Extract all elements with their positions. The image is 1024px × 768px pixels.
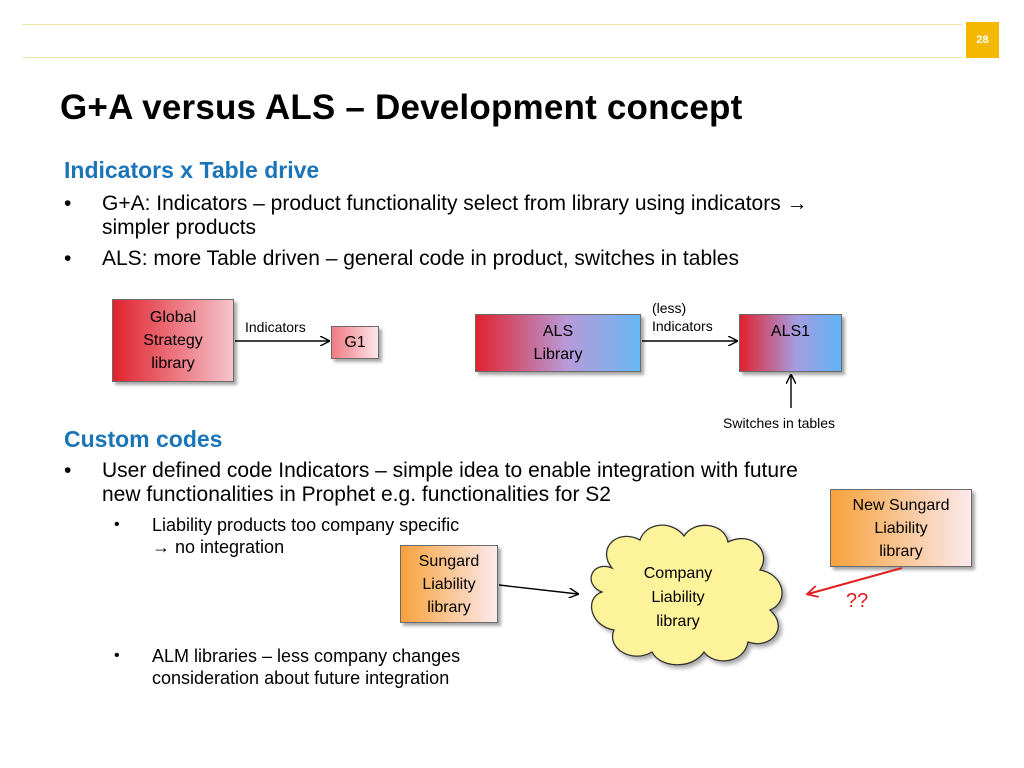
arrow-sungard-to-company <box>498 584 578 594</box>
g1-label: G1 <box>344 334 366 351</box>
switches-in-tables-label: Switches in tables <box>723 415 836 431</box>
bullet-dot: • <box>64 247 72 270</box>
global-library-line2: Strategy <box>143 332 203 349</box>
g1-box: G1 <box>331 326 379 359</box>
bullet-ga-line2: simpler products <box>102 216 257 239</box>
page-number-badge: 28 <box>966 22 999 58</box>
less-indicators-label: (less) Indicators <box>652 299 713 335</box>
als-library-line2: Library <box>533 346 583 363</box>
bullet-ga-line1: G+A: Indicators – product functionality … <box>102 192 808 215</box>
bullet-user-defined-line2: new functionalities in Prophet e.g. func… <box>102 483 611 506</box>
company-line2: Liability <box>651 589 705 606</box>
arrow-new-sungard-to-company <box>808 567 903 594</box>
bullet-dot: • <box>114 516 120 533</box>
top-rule <box>22 24 962 25</box>
new-sungard-line1: New Sungard <box>852 496 950 514</box>
als1-box: ALS1 <box>739 314 842 372</box>
sungard-line3: library <box>427 598 471 616</box>
sub-bullet-1-line2: → no integration <box>152 537 285 557</box>
bullet-dot: • <box>64 192 72 215</box>
slide-title: G+A versus ALS – Development concept <box>60 88 743 127</box>
sungard-liability-library-box: Sungard Liability library <box>400 545 498 623</box>
less-indicators-line2: Indicators <box>652 318 713 334</box>
bullet-dot: • <box>114 647 120 664</box>
als-library-box: ALS Library <box>475 314 641 372</box>
company-liability-library-label: Company Liability library <box>628 562 728 634</box>
global-library-line1: Global <box>149 309 197 326</box>
als1-label: ALS1 <box>770 323 811 340</box>
bullet-user-defined-line1: User defined code Indicators – simple id… <box>102 459 798 482</box>
new-sungard-liability-library-box: New Sungard Liability library <box>830 489 972 567</box>
company-line3: library <box>656 613 700 630</box>
sub-bullet-1-line1: Liability products too company specific <box>152 515 460 535</box>
new-sungard-line3: library <box>879 542 923 560</box>
new-sungard-line2: Liability <box>874 519 928 537</box>
bullet-dot: • <box>64 459 72 482</box>
indicators-label: Indicators <box>245 319 306 335</box>
company-liability-cloud <box>590 524 783 666</box>
global-library-line3: library <box>151 355 195 372</box>
section-heading-indicators: Indicators x Table drive <box>64 157 320 183</box>
question-marks: ?? <box>846 590 869 612</box>
sub-bullet-2-line2: consideration about future integration <box>152 668 450 688</box>
bullet-als-text: ALS: more Table driven – general code in… <box>102 247 739 270</box>
header-rule <box>22 57 962 58</box>
section-heading-custom-codes: Custom codes <box>64 426 223 452</box>
sub-bullet-2-line1: ALM libraries – less company changes <box>152 646 461 666</box>
als-library-line1: ALS <box>542 323 574 340</box>
sungard-line1: Sungard <box>418 552 480 570</box>
less-indicators-line1: (less) <box>652 300 687 316</box>
company-line1: Company <box>643 565 713 582</box>
global-strategy-library-box: Global Strategy library <box>112 299 234 382</box>
sungard-line2: Liability <box>422 575 476 593</box>
